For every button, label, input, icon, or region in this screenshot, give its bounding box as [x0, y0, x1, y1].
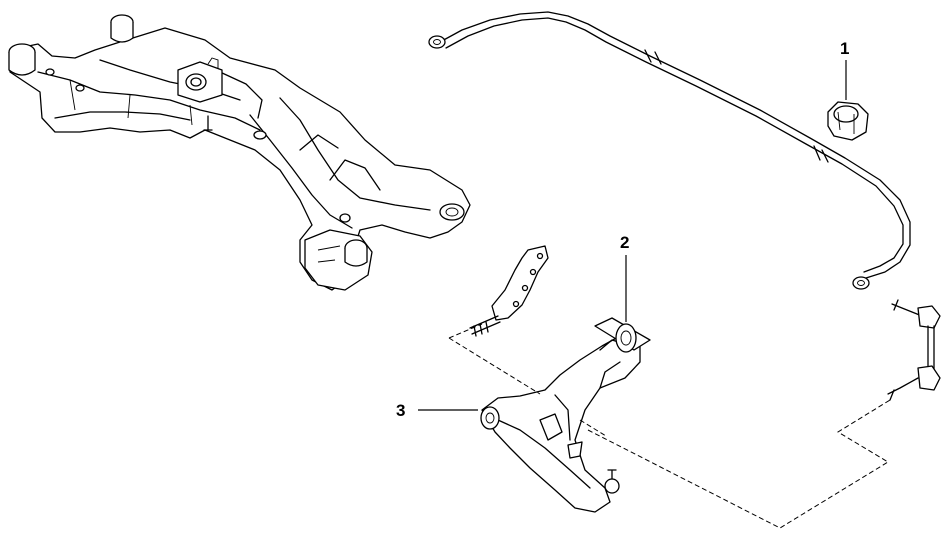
callout-1: 1: [840, 39, 849, 58]
callout-2: 2: [620, 233, 629, 252]
bracket-plate: [469, 245, 549, 337]
front-subframe: [8, 14, 471, 291]
callout-3: 3: [396, 401, 405, 420]
stabilizer-bar: [428, 11, 911, 290]
lower-control-arm: [480, 317, 651, 513]
stabilizer-link: [887, 299, 941, 401]
assembly-guide-lines: [448, 323, 891, 529]
stabilizer-bushing: [827, 101, 869, 141]
